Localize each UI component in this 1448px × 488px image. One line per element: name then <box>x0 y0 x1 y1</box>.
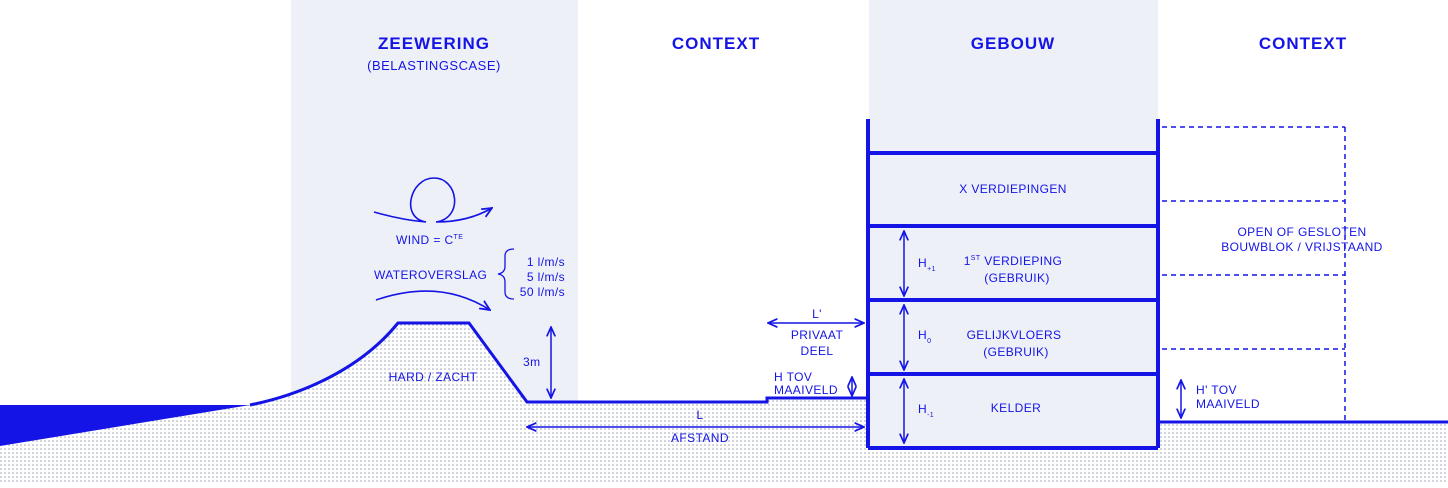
rate-5: 5 l/m/s <box>527 270 565 284</box>
deel-label: DEEL <box>801 344 834 358</box>
header-gebouw: GEBOUW <box>971 34 1055 53</box>
header-context-left: CONTEXT <box>672 34 760 53</box>
wind-loop-icon <box>373 177 492 223</box>
building <box>866 119 1160 450</box>
x-verdiepingen-label: X VERDIEPINGEN <box>959 182 1067 196</box>
wind-label: WIND = CTE <box>396 233 463 247</box>
header-zeewering: ZEEWERING <box>378 34 490 53</box>
gelijkvloers-label: GELIJKVLOERS <box>967 328 1062 342</box>
panel-gebouw <box>869 0 1158 483</box>
open-of-gesloten-label: OPEN OF GESLOTEN <box>1237 225 1366 239</box>
wateroverslag-label: WATEROVERSLAG <box>374 268 487 282</box>
h-plus1-label: H+1 <box>918 256 936 273</box>
dike-height-label: 3m <box>523 355 540 369</box>
rate-50: 50 l/m/s <box>520 285 565 299</box>
h-prime-maaiveld-label: MAAIVELD <box>1196 397 1260 411</box>
h-tov-label: H TOV <box>774 370 812 384</box>
privaat-label: PRIVAAT <box>791 328 844 342</box>
maaiveld-label: MAAIVELD <box>774 383 838 397</box>
h0-label: H0 <box>918 328 931 345</box>
ground-line <box>249 321 868 407</box>
h-prime-tov-label: H' TOV <box>1196 383 1237 397</box>
neighbour-outline <box>1162 126 1346 422</box>
h-minus1-label: H-1 <box>918 402 934 419</box>
overtopping-arrow-icon <box>375 290 490 310</box>
kelder-label: KELDER <box>991 401 1041 415</box>
afstand-label: AFSTAND <box>671 431 729 445</box>
bouwblok-label: BOUWBLOK / VRIJSTAAND <box>1221 240 1383 254</box>
header-context-right: CONTEXT <box>1259 34 1347 53</box>
dike-label: HARD / ZACHT <box>389 370 478 384</box>
l-prime-label: L' <box>812 307 822 321</box>
rates-brace <box>497 248 515 300</box>
first-floor-use-label: (GEBRUIK) <box>984 271 1050 285</box>
l-label: L <box>696 408 703 422</box>
first-floor-label: 1ST VERDIEPING <box>964 254 1063 268</box>
gelijkvloers-use-label: (GEBRUIK) <box>983 345 1049 359</box>
header-belastingscase: (BELASTINGSCASE) <box>367 58 501 73</box>
rate-1: 1 l/m/s <box>527 255 565 269</box>
water-wedge <box>0 405 250 446</box>
